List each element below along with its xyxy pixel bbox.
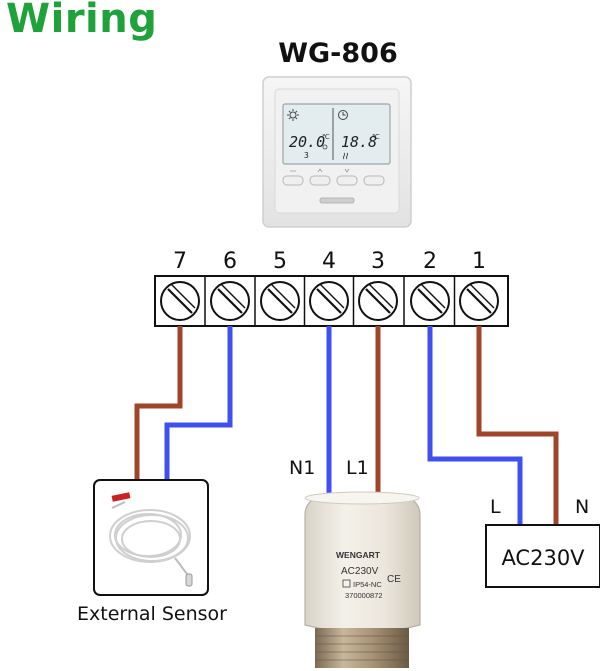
sun-icon [287, 109, 299, 121]
label-n1: N1 [289, 457, 315, 479]
down-button [336, 175, 358, 186]
clock-icon [338, 110, 348, 120]
vent-slot [319, 197, 355, 204]
wire-terminal-7-brown [134, 326, 183, 480]
wire-terminal-2-blue [427, 326, 523, 525]
power-box [485, 524, 600, 588]
ce-mark: CE [387, 574, 401, 585]
screw-slot-icon [316, 288, 342, 314]
terminal-number-3: 3 [371, 249, 385, 274]
label-l: L [490, 496, 501, 518]
terminal-block [154, 275, 509, 327]
power-supply: AC230V [485, 524, 600, 588]
sensor-box [93, 479, 209, 596]
thermostat-buttons [282, 168, 385, 186]
wire-terminal-1-brown [476, 326, 559, 525]
screw-slot-icon [217, 288, 243, 314]
sensor-cable-coil [109, 501, 191, 579]
actuator-body [304, 494, 421, 634]
terminal-number-1: 1 [472, 249, 486, 274]
label-n: N [575, 496, 589, 518]
screw-slot-icon [417, 288, 443, 314]
screw-slot-icon [167, 288, 193, 314]
screw-slot-icon [267, 288, 293, 314]
wire-terminal-6-blue [164, 326, 233, 480]
up-button [309, 175, 331, 186]
actuator-brand: WENGART [336, 550, 381, 560]
wires [134, 326, 559, 525]
right-temperature: 18.8 [341, 133, 377, 151]
sensor-caption: External Sensor [77, 603, 227, 625]
left-subvalue: 3 [304, 151, 309, 160]
screw-slot-icon [466, 288, 492, 314]
mode-button [363, 175, 385, 186]
sensor-probe [185, 573, 193, 587]
external-sensor [93, 479, 209, 596]
power-box-label: AC230V [501, 546, 585, 570]
thermostat-lcd [282, 103, 391, 165]
actuator-voltage: AC230V [341, 566, 379, 577]
left-unit: ℃ [322, 133, 330, 141]
model-name: WG-806 [278, 38, 398, 69]
actuator-nut [315, 628, 409, 668]
insulation-icon [342, 579, 351, 588]
actuator-top [304, 491, 420, 505]
power-button [282, 175, 304, 186]
actuator-serial: 370000872 [345, 591, 383, 600]
terminal-number-4: 4 [322, 249, 336, 274]
heat-wave-icon [342, 152, 349, 160]
lcd-indicator-icon [322, 144, 328, 150]
actuator-ip: IP54-NC [353, 580, 382, 589]
label-l1: L1 [346, 457, 369, 479]
screw-slot-icon [365, 288, 391, 314]
terminal-number-2: 2 [423, 249, 437, 274]
left-temperature: 20.0 [289, 133, 325, 151]
thermostat-device: 20.0 ℃ 3 18.8 ℃ [262, 76, 412, 228]
terminal-number-5: 5 [273, 249, 287, 274]
diagram-title: Wiring [6, 0, 158, 42]
terminal-number-7: 7 [173, 249, 187, 274]
sensor-tip [111, 492, 131, 502]
terminal-number-6: 6 [223, 249, 237, 274]
thermal-actuator: WENGART AC230V IP54-NC 370000872 CE [304, 491, 421, 668]
right-unit: ℃ [372, 133, 380, 141]
